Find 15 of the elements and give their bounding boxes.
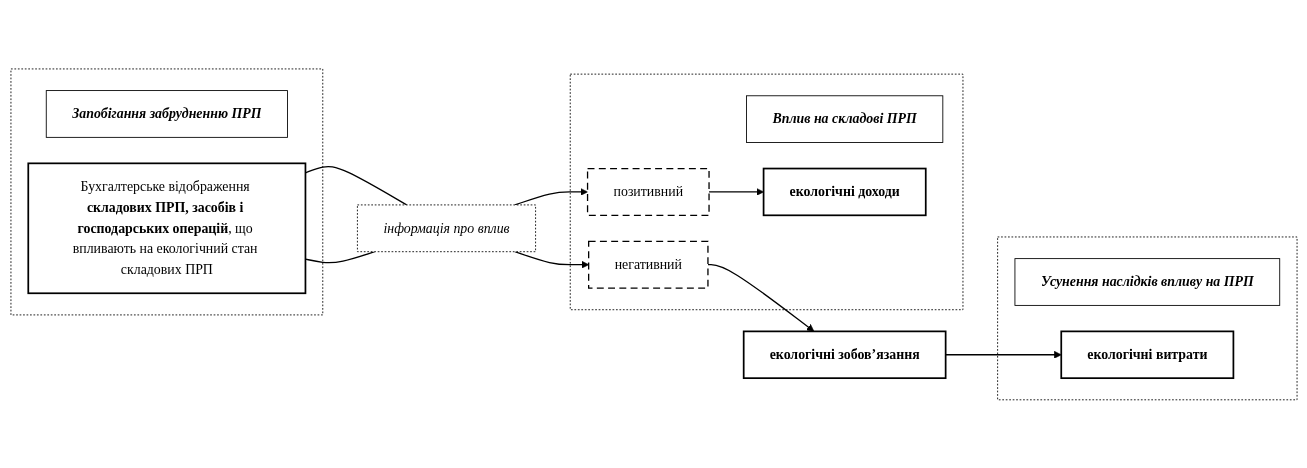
connector — [304, 250, 375, 263]
node-box: екологічні зобов’язання — [742, 330, 946, 379]
node-box: негативний — [587, 240, 709, 289]
node-box: Усунення наслідків впливу на ПРП — [1014, 257, 1280, 306]
cluster — [569, 73, 963, 310]
connector — [304, 165, 407, 206]
node-box: позитивний — [586, 167, 710, 216]
node-box: Вплив на складові ПРП — [745, 94, 943, 143]
node-box: інформація про вплив — [356, 204, 536, 252]
cluster — [996, 236, 1297, 400]
node-box: Запобігання забрудненню ПРП — [45, 89, 288, 138]
node-box: екологічні доходи — [762, 167, 927, 216]
node-box: Бухгалтерське відображення складових ПРП, засобів і господарських операцій, що впливають на екологічний стан складових ПРП — [26, 162, 306, 294]
node-box: екологічні витрати — [1059, 330, 1234, 379]
cluster — [10, 68, 323, 315]
